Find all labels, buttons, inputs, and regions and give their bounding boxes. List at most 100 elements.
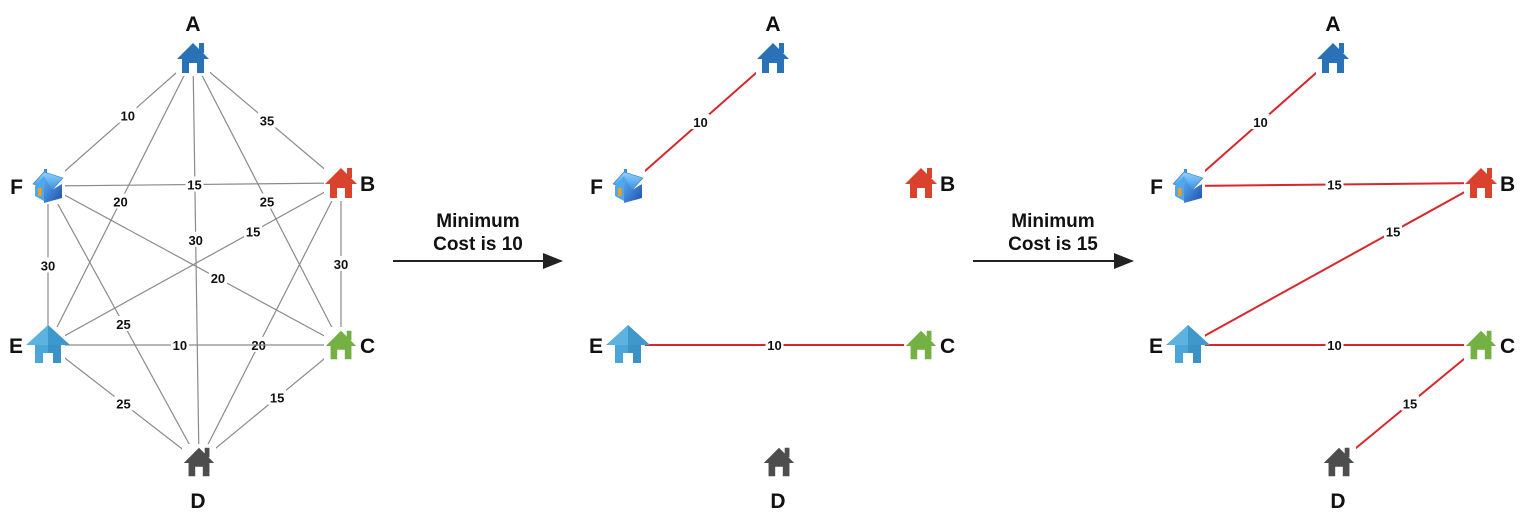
node-f: F (10, 168, 65, 204)
edge-a-d: 30 (186, 57, 205, 463)
edge-e-c: 10 (1188, 337, 1481, 353)
house-icon-b (905, 168, 937, 198)
edge-b-d: 20 (198, 182, 342, 463)
edge-line (198, 182, 342, 463)
edge-line (47, 185, 342, 346)
house-icon-c (325, 330, 357, 360)
edge-weight: 20 (211, 271, 225, 286)
house-icon-a (1317, 43, 1349, 73)
node-label: D (190, 490, 205, 513)
transition-cost-10: Minimum Cost is 10 (393, 211, 563, 269)
transition-line2: Cost is 10 (433, 234, 523, 255)
node-label: B (1500, 173, 1515, 196)
edge-f-d: 25 (47, 185, 200, 463)
panel-step-cost-15: 10 15 15 10 15 A B C D E F (1149, 13, 1515, 513)
node-b: B (904, 165, 955, 201)
edge-b-e: 15 (47, 182, 342, 346)
node-label: E (1149, 335, 1163, 358)
node-label: C (1500, 335, 1515, 358)
house-icon-e (1166, 325, 1210, 363)
house-icon-b (325, 168, 357, 198)
node-f: F (590, 168, 645, 204)
edge-weight: 10 (693, 115, 707, 130)
panel-step-cost-10: 10 10 A B C D E F (589, 13, 955, 513)
node-c: C (1464, 327, 1515, 363)
house-icon-f (32, 169, 64, 203)
transition-line1: Minimum (436, 211, 519, 232)
edge-weight: 35 (260, 114, 274, 129)
edge-weight: 10 (767, 338, 781, 353)
house-icon-d (183, 447, 215, 477)
edge-b-c: 30 (332, 183, 350, 345)
node-e: E (9, 325, 70, 363)
edge-line (1187, 182, 1482, 346)
node-d: D (762, 444, 796, 513)
node-a: A (756, 13, 790, 76)
edge-weight: 15 (187, 178, 201, 193)
node-d: D (182, 444, 216, 513)
transition-line2: Cost is 15 (1008, 234, 1098, 255)
edge-line (47, 182, 342, 346)
node-label: F (10, 176, 23, 199)
edge-weight: 10 (173, 338, 187, 353)
node-d: D (1322, 444, 1356, 513)
edge-a-e: 20 (47, 57, 194, 346)
edge-weight: 30 (334, 257, 348, 272)
node-label: A (185, 13, 200, 36)
edge-f-c: 20 (47, 185, 342, 346)
edge-weight: 30 (41, 259, 55, 274)
edge-b-e: 15 (1187, 182, 1482, 346)
house-icon-c (905, 330, 937, 360)
edge-weight: 25 (116, 397, 130, 412)
house-icon-f (612, 169, 644, 203)
node-label: B (360, 173, 375, 196)
node-label: E (589, 335, 603, 358)
nodes: A B C D E F (1149, 13, 1515, 513)
edge-weight: 10 (1253, 115, 1267, 130)
edge-e-c: 10 (628, 337, 921, 353)
node-b: B (1464, 165, 1515, 201)
nodes: A B C D E F (589, 13, 955, 513)
edge-f-e: 30 (39, 186, 57, 345)
edge-line (192, 57, 200, 463)
edge-e-d: 25 (47, 344, 200, 463)
house-icon-e (26, 325, 70, 363)
nodes: A B C D E F (9, 13, 375, 513)
house-icon-b (1465, 168, 1497, 198)
node-label: A (765, 13, 780, 36)
node-c: C (904, 327, 955, 363)
node-label: A (1325, 13, 1340, 36)
edge-weight: 25 (116, 317, 130, 332)
edge-f-b: 15 (1187, 176, 1482, 193)
edges: 10 10 (627, 57, 921, 353)
edge-a-f: 10 (47, 57, 194, 187)
node-a: A (176, 13, 210, 76)
edge-weight: 15 (1386, 225, 1400, 240)
node-label: C (940, 335, 955, 358)
edge-a-f: 10 (1187, 57, 1334, 187)
edge-weight: 15 (246, 225, 260, 240)
edge-a-b: 35 (192, 57, 342, 184)
node-e: E (589, 325, 650, 363)
house-icon-f (1172, 169, 1204, 203)
house-icon-a (177, 43, 209, 73)
edge-weight: 15 (1403, 397, 1417, 412)
house-icon-d (763, 447, 795, 477)
edge-weight: 25 (260, 195, 274, 210)
transition-line1: Minimum (1011, 211, 1094, 232)
node-e: E (1149, 325, 1210, 363)
edge-weight: 10 (121, 109, 135, 124)
house-icon-d (1323, 447, 1355, 477)
edge-weight: 20 (113, 195, 127, 210)
node-label: F (590, 176, 603, 199)
edge-c-d: 15 (198, 344, 342, 463)
edge-a-f: 10 (627, 57, 774, 187)
node-label: F (1150, 176, 1163, 199)
node-label: C (360, 335, 375, 358)
node-label: B (940, 173, 955, 196)
edge-weight: 10 (1327, 338, 1341, 353)
edge-weight: 30 (188, 233, 202, 248)
